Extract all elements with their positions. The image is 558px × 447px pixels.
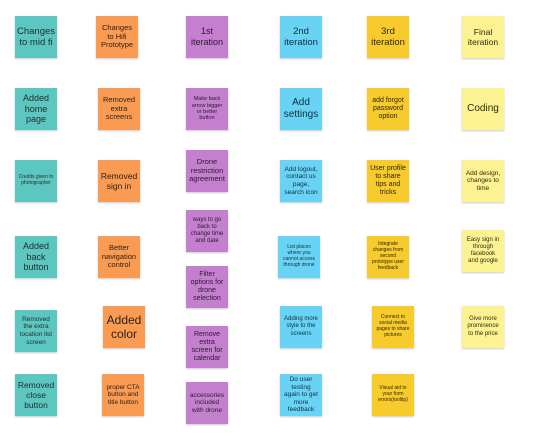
note-text: 1st iteration	[190, 26, 224, 47]
sticky-note[interactable]: Integrate changes from second prototype …	[367, 236, 409, 278]
note-text: Removed sign in	[100, 170, 138, 191]
note-text: Drone restriction agreement	[189, 156, 225, 184]
note-text: Removed close button	[17, 379, 55, 410]
sticky-note[interactable]: Add logout, contact us page, search icon	[280, 160, 322, 202]
sticky-note[interactable]: Adding more style to the screens	[280, 306, 322, 348]
note-text: List places where you cannot access thro…	[283, 244, 315, 268]
sticky-note[interactable]: Credits given to photographer	[15, 160, 57, 202]
note-text: Easy sign in through facebook and google	[466, 236, 500, 265]
sticky-note[interactable]: Changes to mid fi	[15, 16, 57, 58]
note-text: Credits given to photographer	[18, 174, 54, 186]
note-text: User profile to share tips and tricks	[370, 164, 406, 197]
sticky-note[interactable]: Make back arrow bigger or better button	[186, 88, 228, 130]
note-text: 2nd iteration	[284, 25, 318, 48]
note-text: Adding more style to the screens	[283, 316, 319, 337]
sticky-note[interactable]: 3rd iteration	[367, 16, 409, 58]
note-text: proper CTA button and title button	[106, 383, 140, 406]
note-text: Remove extra screen for calendar	[191, 330, 223, 363]
note-text: Removed the extra location list screen	[19, 315, 53, 346]
sticky-note[interactable]: Do user testing again to get more feedba…	[280, 374, 322, 416]
note-text: Connect to social media pages to share p…	[376, 314, 410, 338]
note-text: Visual aid to your form errors(tooltip)	[378, 385, 408, 403]
note-text: Integrate changes from second prototype …	[372, 241, 404, 271]
sticky-note[interactable]: Removed close button	[15, 374, 57, 416]
note-text: Add logout, contact us page, search icon	[284, 165, 318, 196]
sticky-note[interactable]: Added color	[103, 306, 145, 348]
sticky-note[interactable]: Visual aid to your form errors(tooltip)	[372, 374, 414, 416]
sticky-note[interactable]: ways to go back to change time and date	[186, 210, 228, 252]
note-text: Make back arrow bigger or better button	[191, 96, 223, 122]
note-text: accessories included with drone	[189, 391, 225, 414]
note-text: Removed extra screens	[102, 94, 136, 122]
sticky-note[interactable]: Connect to social media pages to share p…	[372, 306, 414, 348]
sticky-note[interactable]: User profile to share tips and tricks	[367, 160, 409, 202]
sticky-note[interactable]: Drone restriction agreement	[186, 150, 228, 192]
sticky-note[interactable]: Add design, changes to time	[462, 160, 504, 202]
sticky-note[interactable]: Give more prominence to the price	[462, 306, 504, 348]
sticky-note[interactable]: Changes to Hifi Prototype	[96, 16, 138, 58]
sticky-note[interactable]: Easy sign in through facebook and google	[462, 230, 504, 272]
note-text: 3rd iteration	[371, 25, 405, 48]
sticky-note[interactable]: 1st iteration	[186, 16, 228, 58]
sticky-note[interactable]: Added back button	[15, 236, 57, 278]
sticky-note[interactable]: proper CTA button and title button	[102, 374, 144, 416]
note-text: Final iteration	[467, 26, 499, 47]
note-text: Add settings	[283, 97, 319, 120]
note-text: ways to go back to change time and date	[190, 216, 224, 245]
sticky-note[interactable]: Added home page	[15, 88, 57, 130]
note-text: Added back button	[22, 241, 50, 273]
note-text: add forgot password option	[372, 96, 404, 121]
note-text: Added color	[106, 312, 142, 341]
sticky-note[interactable]: List places where you cannot access thro…	[278, 236, 320, 278]
note-text: Added home page	[22, 93, 50, 125]
sticky-note[interactable]: Coding	[462, 88, 504, 130]
note-text: Better navigation control	[101, 242, 137, 270]
sticky-note[interactable]: Removed sign in	[98, 160, 140, 202]
sticky-note[interactable]: Removed extra screens	[98, 88, 140, 130]
sticky-note[interactable]: Remove extra screen for calendar	[186, 326, 228, 368]
sticky-note[interactable]: Removed the extra location list screen	[15, 310, 57, 352]
note-text: Add design, changes to time	[465, 169, 501, 192]
sticky-note[interactable]: Final iteration	[462, 16, 504, 58]
sticky-note[interactable]: accessories included with drone	[186, 382, 228, 424]
note-text: Coding	[467, 103, 499, 115]
sticky-note[interactable]: add forgot password option	[367, 88, 409, 130]
note-text: Changes to Hifi Prototype	[100, 22, 134, 50]
sticky-note[interactable]: Add settings	[280, 88, 322, 130]
sticky-note[interactable]: 2nd iteration	[280, 16, 322, 58]
note-text: Do user testing again to get more feedba…	[284, 375, 318, 414]
note-text: Give more prominence to the price	[467, 316, 499, 337]
sticky-note[interactable]: Filter options for drone selection	[186, 266, 228, 308]
note-text: Filter options for drone selection	[190, 270, 224, 303]
sticky-note[interactable]: Better navigation control	[98, 236, 140, 278]
note-text: Changes to mid fi	[16, 25, 56, 48]
